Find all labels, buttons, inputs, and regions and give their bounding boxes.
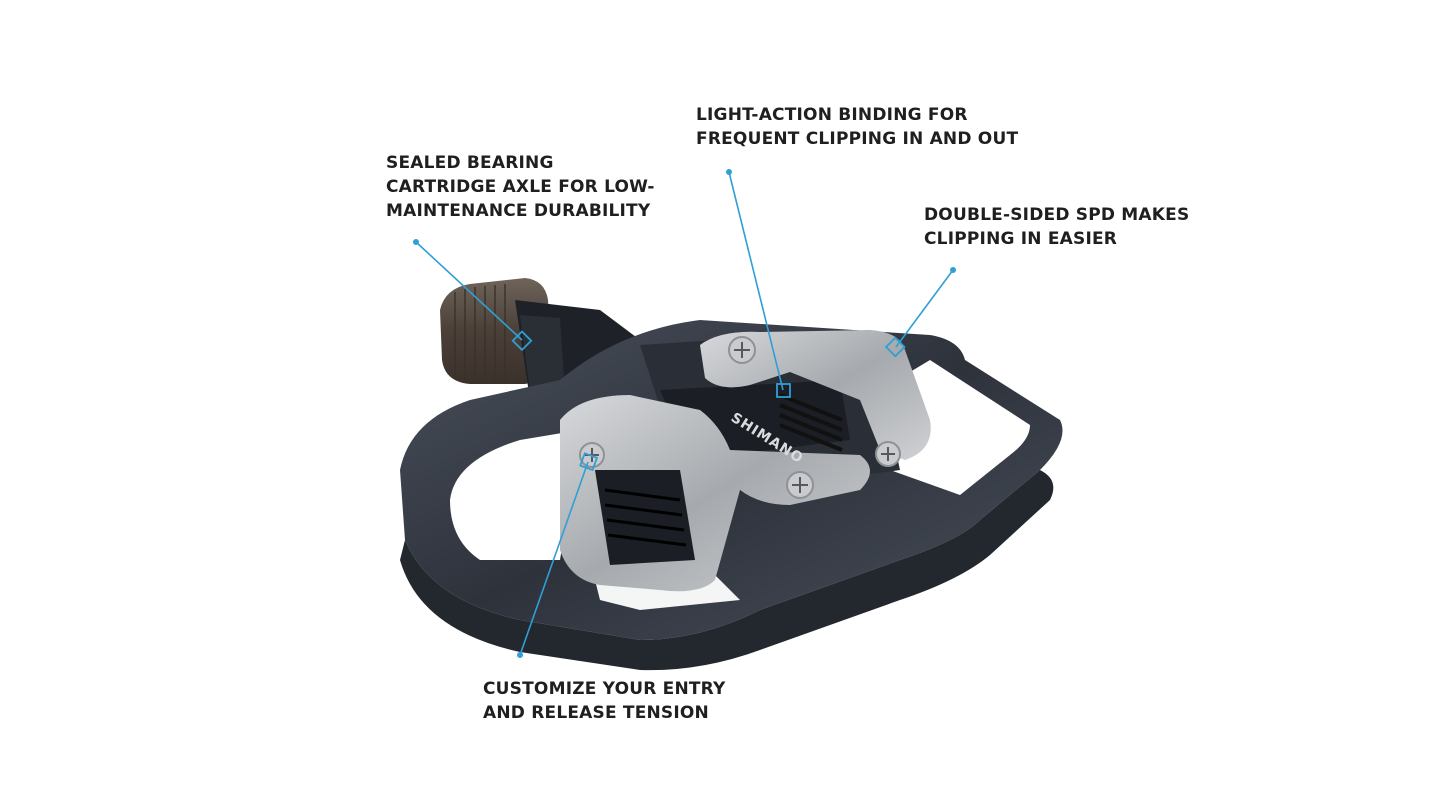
marker-double-sided [884, 336, 906, 358]
callout-double-sided-line-1: DOUBLE-SIDED SPD MAKES [924, 205, 1190, 225]
leader-line-sealed-bearing [415, 241, 523, 341]
callout-customize: CUSTOMIZE YOUR ENTRY AND RELEASE TENSION [483, 677, 726, 725]
leader-dot-customize [517, 652, 523, 658]
marker-sealed-bearing [511, 330, 533, 352]
callout-double-sided-line-2: CLIPPING IN EASIER [924, 229, 1118, 249]
front-binding [560, 395, 901, 592]
leader-line-customize [519, 461, 589, 656]
callout-double-sided: DOUBLE-SIDED SPD MAKES CLIPPING IN EASIE… [924, 203, 1189, 251]
spring [779, 393, 843, 452]
marker-customize [579, 452, 599, 472]
callout-customize-line-2: AND RELEASE TENSION [483, 703, 709, 723]
leader-line-double-sided [895, 269, 954, 348]
leader-dots [413, 169, 956, 658]
callout-sealed-bearing-line-1: SEALED BEARING [386, 153, 554, 173]
rear-binding [700, 330, 931, 460]
marker-light-action [776, 383, 791, 398]
callout-customize-line-1: CUSTOMIZE YOUR ENTRY [483, 679, 726, 699]
leader-lines [415, 171, 954, 656]
leader-dot-sealed-bearing [413, 239, 419, 245]
callout-sealed-bearing-line-3: MAINTENANCE DURABILITY [386, 201, 651, 221]
callout-sealed-bearing-line-2: CARTRIDGE AXLE FOR LOW- [386, 177, 655, 197]
leader-markers [511, 330, 906, 472]
callout-light-action-line-2: FREQUENT CLIPPING IN AND OUT [696, 129, 1019, 149]
callout-light-action: LIGHT-ACTION BINDING FOR FREQUENT CLIPPI… [696, 103, 1018, 151]
leader-dot-double-sided [950, 267, 956, 273]
leader-dot-light-action [726, 169, 732, 175]
leader-line-light-action [728, 171, 784, 391]
callout-sealed-bearing: SEALED BEARING CARTRIDGE AXLE FOR LOW- M… [386, 151, 655, 223]
callout-light-action-line-1: LIGHT-ACTION BINDING FOR [696, 105, 968, 125]
